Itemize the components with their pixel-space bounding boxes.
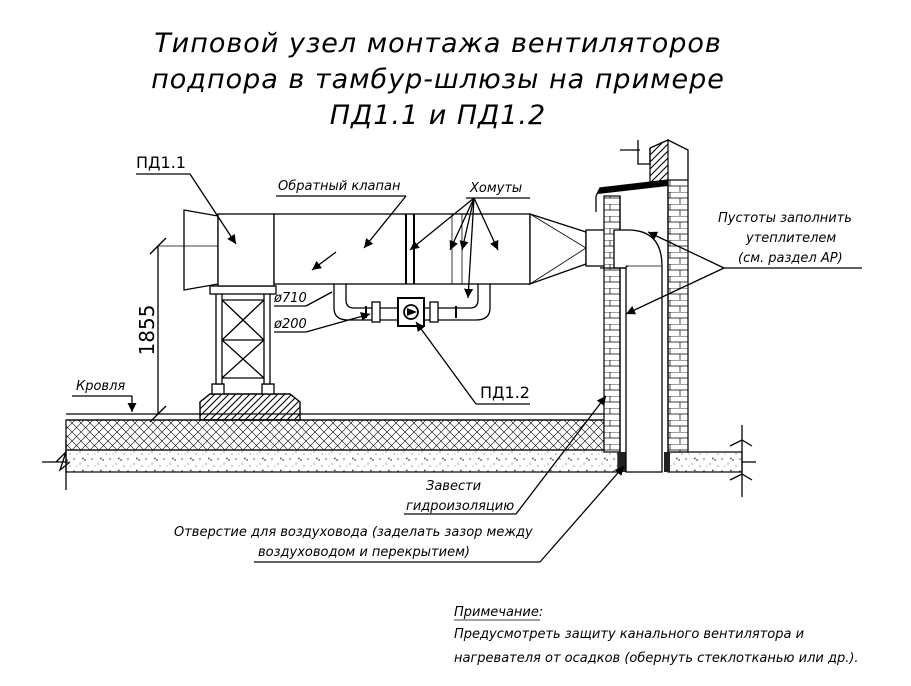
label-check-valve: Обратный клапан	[278, 179, 401, 194]
leader-waterproof	[515, 395, 607, 515]
label-waterproof-1: Завести	[426, 479, 481, 494]
bypass-duct-200	[333, 284, 491, 327]
note-line-1: Предусмотреть защиту канального вентилят…	[454, 627, 804, 642]
label-opening-1: Отверстие для воздуховода (заделать зазо…	[174, 525, 533, 540]
label-opening-2: воздуховодом и перекрытием)	[258, 545, 470, 560]
leader-pd11	[189, 173, 237, 245]
note-line-2: нагревателя от осадков (обернуть стеклот…	[454, 651, 859, 666]
leader-voids-2	[625, 267, 725, 315]
leaders-clamps	[409, 197, 499, 299]
arrow-duct	[311, 251, 337, 271]
label-d710: ø710	[273, 291, 307, 306]
label-pd11: ПД1.1	[136, 153, 186, 172]
main-duct-710	[183, 209, 615, 291]
label-voids-2: утеплителем	[745, 231, 836, 246]
leader-d200	[305, 312, 371, 333]
leader-opening	[539, 465, 625, 563]
leader-check-valve	[363, 195, 407, 249]
leader-pd12	[415, 321, 477, 405]
vertical-duct-elbow	[600, 229, 663, 473]
label-voids-1: Пустоты заполнить	[718, 211, 852, 226]
fan-support-stand	[199, 285, 301, 421]
title-line-2: подпора в тамбур-шлюзы на примере	[151, 64, 725, 95]
label-voids-3: (см. раздел АР)	[738, 251, 843, 266]
label-d200: ø200	[273, 317, 307, 332]
label-pd12: ПД1.2	[480, 383, 530, 402]
title-line-3: ПД1.1 и ПД1.2	[330, 100, 546, 131]
dimension-label: 1855	[135, 305, 159, 356]
note-heading: Примечание:	[454, 605, 543, 620]
label-roof: Кровля	[76, 379, 125, 394]
label-clamps: Хомуты	[469, 181, 522, 196]
leader-voids-1	[647, 231, 725, 269]
label-waterproof-2: гидроизоляцию	[406, 499, 514, 514]
title-line-1: Типовой узел монтажа вентиляторов	[154, 28, 722, 59]
dimension-1855	[149, 237, 218, 423]
leader-d710	[305, 291, 333, 307]
